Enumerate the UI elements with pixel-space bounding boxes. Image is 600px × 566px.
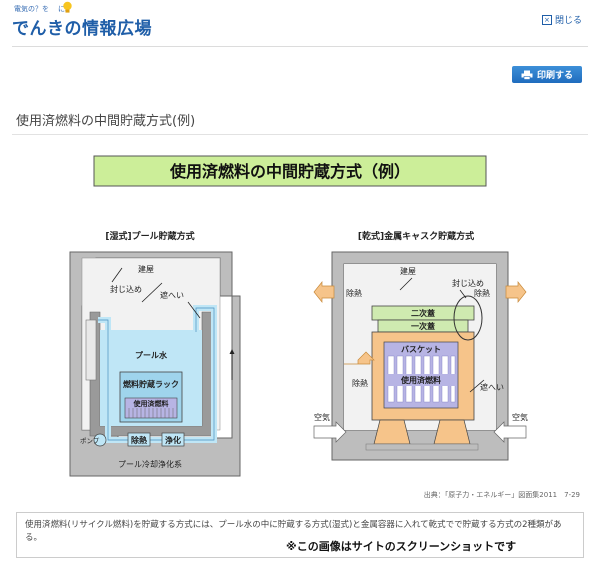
heat-arrow-right (505, 281, 527, 303)
heat-removal-mid-label: 除熱 (352, 378, 368, 388)
primary-lid-label: 一次蓋 (411, 321, 435, 331)
figure-source: 出典：「原子力・エネルギー」図面集2011 7-29 (424, 490, 580, 499)
basket-label: バスケット (401, 345, 441, 354)
diagram-banner (93, 155, 487, 187)
screenshot-notice: ※この画像はサイトのスクリーンショットです (286, 540, 517, 553)
diagram-banner-title: 使用済燃料の中間貯蔵方式（例） (169, 162, 410, 181)
printer-icon (521, 70, 533, 80)
dry-spent-fuel-label: 使用済燃料 (400, 375, 441, 385)
wet-seal-label: 封じ込め (110, 284, 142, 294)
cask-support-right (433, 419, 471, 445)
air-arrow-right (493, 421, 527, 443)
site-logo[interactable]: でんきの情報広場 (12, 19, 152, 39)
header-divider (12, 46, 588, 47)
fuel-rods (128, 408, 174, 418)
cooling-system-label: プール冷却浄化系 (118, 459, 182, 469)
secondary-lid-label: 二次蓋 (411, 308, 435, 318)
close-button[interactable]: × 閉じる (541, 13, 582, 26)
pump-label: ポンプ (80, 437, 100, 445)
description-box: 使用済燃料(リサイクル燃料)を貯蔵する方式には、プール水の中に貯蔵する方式(湿式… (16, 512, 584, 558)
site-header: 電気の？をに。 でんきの情報広場 × 閉じる (0, 0, 600, 44)
purification-box (161, 432, 185, 447)
dry-building-label: 建屋 (400, 266, 416, 276)
wet-shield-label: 遮へい (160, 290, 184, 300)
heat-removal-right-label: 除熱 (474, 288, 490, 298)
close-icon: × (541, 14, 552, 25)
print-label: 印刷する (536, 71, 573, 81)
heat-arrow-mid (344, 351, 375, 365)
title-divider (12, 134, 588, 135)
air-left-label: 空気 (314, 412, 330, 422)
rack-label: 燃料貯蔵ラック (123, 379, 179, 389)
pool-pillar (85, 319, 97, 381)
pool-water-label: プール水 (135, 350, 168, 360)
seal-highlight (453, 295, 483, 341)
wet-spent-fuel-label: 使用済燃料 (133, 399, 169, 408)
close-label: 閉じる (554, 16, 582, 26)
print-button[interactable]: 印刷する (512, 66, 582, 83)
description-text: 使用済燃料(リサイクル燃料)を貯蔵する方式には、プール水の中に貯蔵する方式(湿式… (25, 520, 562, 543)
wet-building-label: 建屋 (138, 264, 154, 274)
purification-label: 浄化 (165, 435, 181, 445)
heat-arrow-left (313, 281, 335, 303)
heat-removal-box (127, 432, 151, 447)
heat-removal-left-label: 除熱 (346, 288, 362, 298)
dry-seal-label: 封じ込め (452, 278, 484, 288)
page-title: 使用済燃料の中間貯蔵方式(例) (16, 114, 196, 129)
air-right-label: 空気 (512, 412, 528, 422)
dry-method-title: [乾式]金属キャスク貯蔵方式 (358, 230, 474, 242)
air-arrow-left (313, 421, 347, 443)
heat-removal-label: 除熱 (131, 435, 147, 445)
spent-fuel-block (124, 397, 178, 419)
wet-method-title: [湿式]プール貯蔵方式 (105, 230, 194, 242)
lightbulb-icon (63, 1, 72, 13)
pump-icon (93, 433, 107, 447)
dry-shield-label: 遮へい (480, 382, 504, 392)
cask-support-left (373, 419, 411, 445)
